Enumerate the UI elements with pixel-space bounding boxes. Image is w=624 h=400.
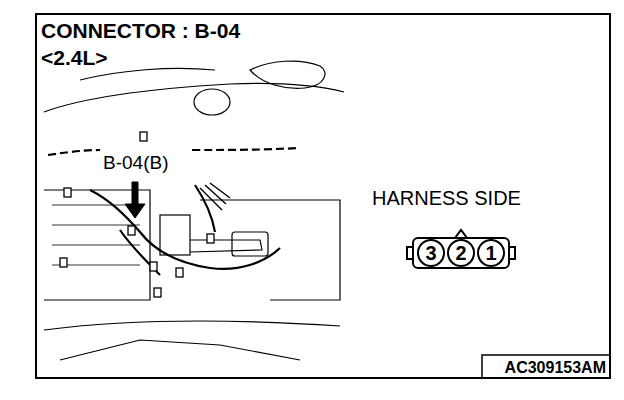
pin-number: 1	[485, 243, 496, 263]
body-line	[60, 340, 300, 360]
connector-icon	[60, 258, 67, 267]
body-line	[44, 321, 340, 330]
wire	[200, 183, 230, 210]
body-line	[44, 83, 344, 112]
pin-number: 3	[425, 243, 436, 263]
connector-icon	[150, 262, 157, 271]
harness-wires	[48, 148, 300, 275]
arrow	[125, 182, 145, 218]
connector-title: CONNECTOR : B-04	[41, 19, 240, 42]
pin-number: 2	[455, 243, 466, 263]
reservoir	[250, 61, 325, 88]
body-line	[200, 200, 340, 300]
connector-icon	[140, 132, 147, 141]
bracket	[190, 240, 262, 252]
outer-frame	[36, 14, 610, 378]
module	[232, 232, 268, 256]
pin-circle: 3	[417, 239, 445, 267]
pin-circle: 1	[477, 239, 505, 267]
block-ribs	[52, 205, 140, 265]
relay-box	[160, 215, 190, 255]
location-arrow	[125, 182, 145, 218]
connector-key	[455, 230, 467, 238]
connector-callout: B-04(B)	[101, 153, 170, 174]
connector-icon	[176, 268, 183, 277]
figure-code: AC309153AM	[505, 359, 606, 377]
body-line	[80, 68, 215, 80]
wire	[192, 148, 300, 150]
wire	[48, 150, 100, 155]
connector-icon	[154, 288, 161, 297]
cap	[194, 89, 230, 115]
engine-variant: <2.4L>	[41, 46, 108, 69]
connector-face	[407, 230, 515, 268]
wire	[90, 190, 280, 269]
connector-icon	[207, 234, 214, 243]
code-box	[482, 355, 610, 378]
connector-icon	[128, 226, 135, 235]
pin-circle: 2	[447, 239, 475, 267]
wire	[120, 230, 160, 275]
frame	[36, 14, 610, 378]
connector-icon	[64, 188, 71, 197]
view-note: HARNESS SIDE	[372, 187, 521, 209]
connector-body	[413, 238, 509, 268]
small-connectors	[60, 132, 214, 297]
engine-bay-sketch	[44, 61, 344, 360]
